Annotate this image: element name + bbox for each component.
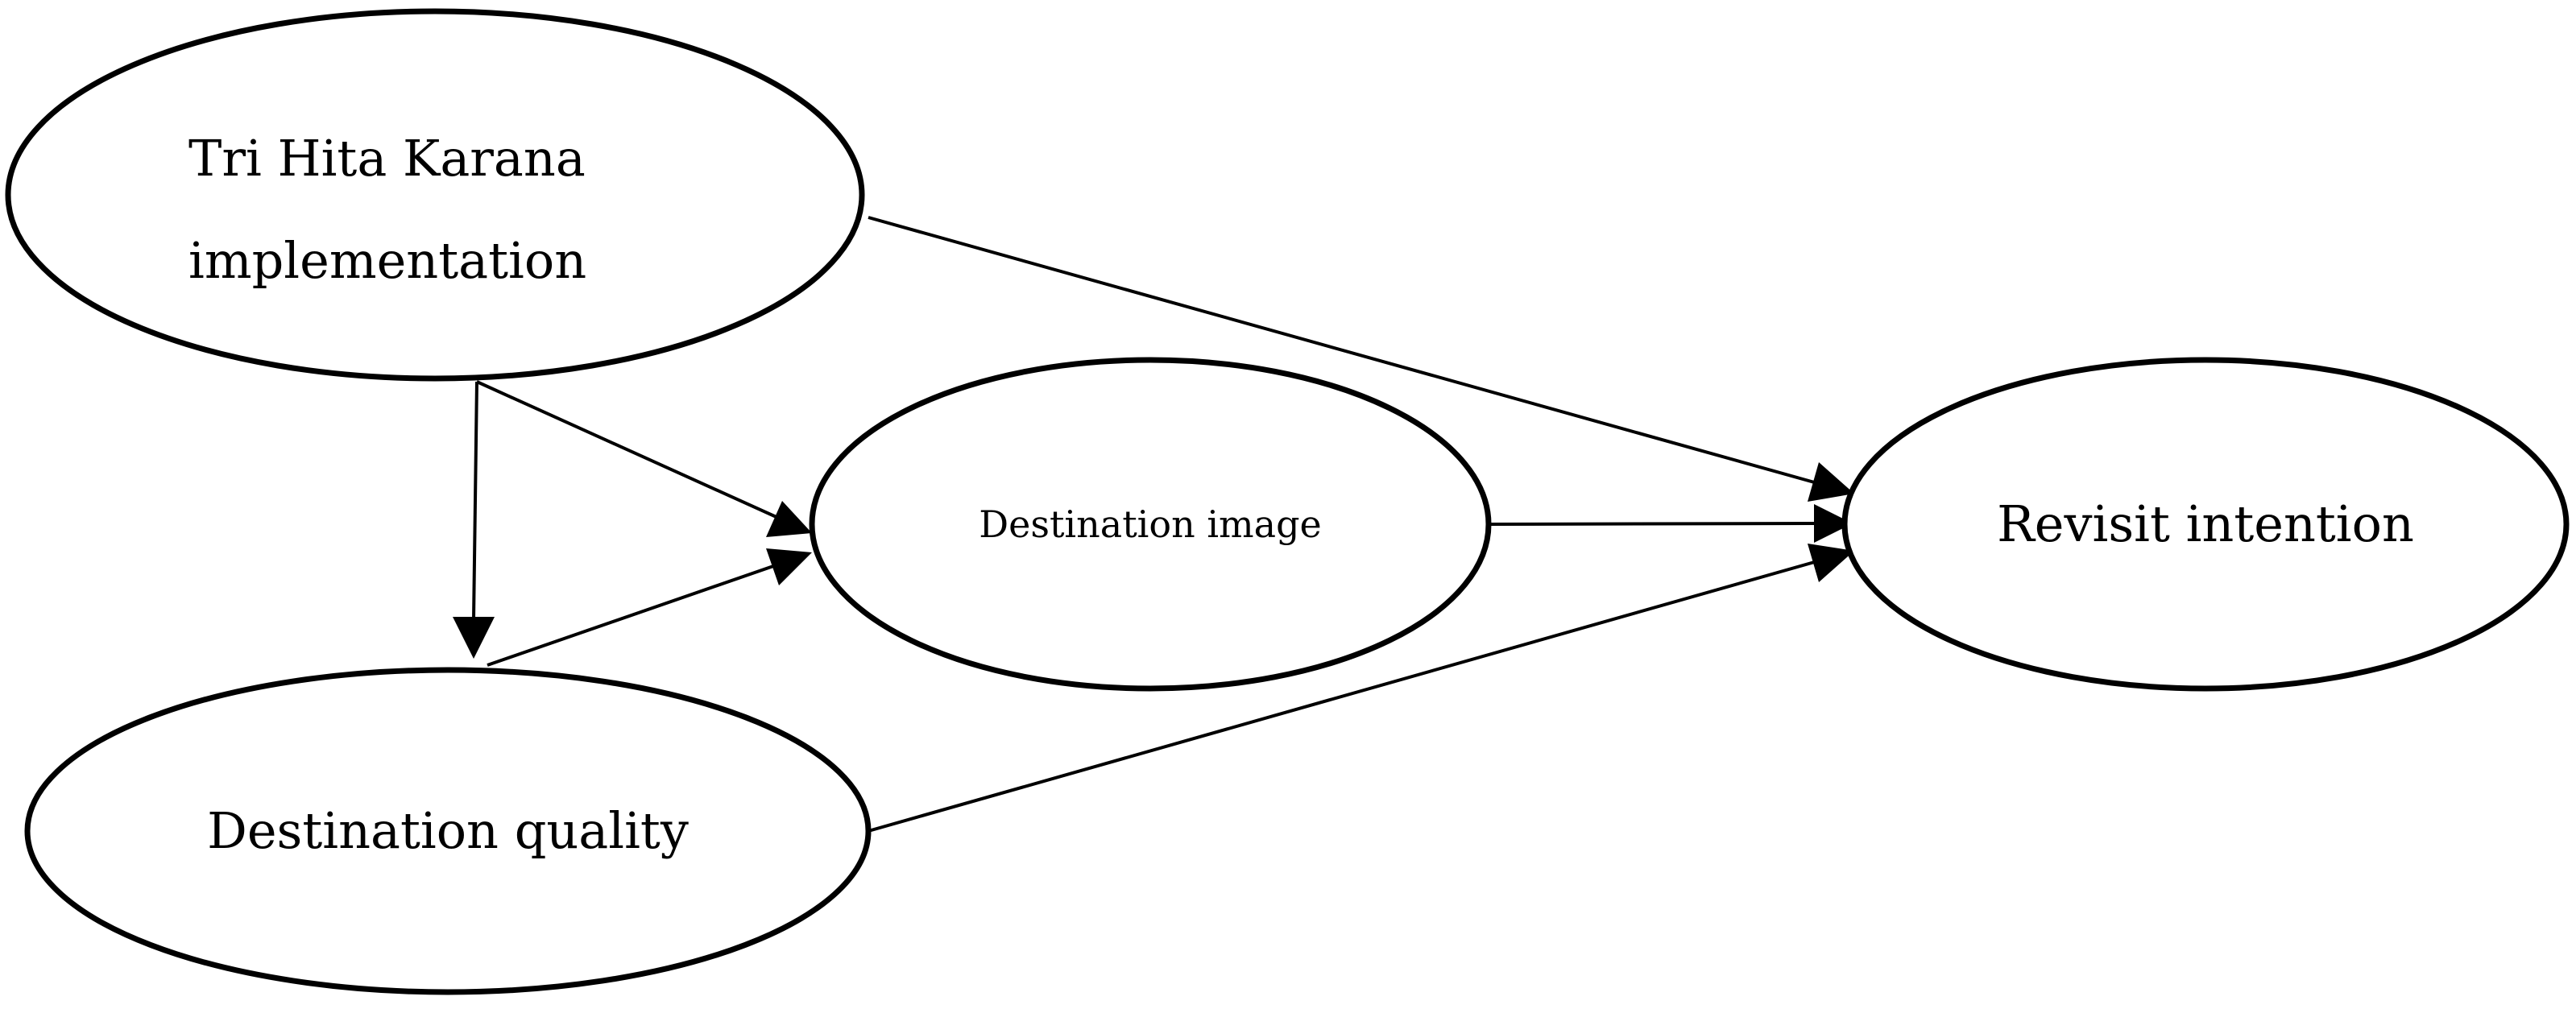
edge-thk-to-revisit xyxy=(868,216,1854,502)
edge-thk-to-image xyxy=(476,380,812,537)
node-revisit-ellipse xyxy=(1841,357,2570,692)
node-revisit-label: Revisit intention xyxy=(1997,494,2414,553)
node-destination-image: Destination image xyxy=(809,357,1492,692)
node-thk-label-line2: implementation xyxy=(188,231,586,290)
node-image-ellipse xyxy=(809,357,1492,692)
node-quality-ellipse xyxy=(24,667,872,995)
edge-thk-to-quality xyxy=(453,381,495,659)
node-thk-ellipse xyxy=(5,8,865,382)
node-quality-label: Destination quality xyxy=(207,801,689,860)
node-destination-quality: Destination quality xyxy=(24,667,872,995)
node-thk-label-line1: Tri Hita Karana xyxy=(188,129,586,188)
edges xyxy=(453,216,1854,833)
edge-quality-to-image xyxy=(487,548,812,667)
node-image-label: Destination image xyxy=(979,502,1322,546)
edge-quality-to-revisit xyxy=(868,544,1854,833)
edge-image-to-revisit xyxy=(1488,504,1853,543)
node-tri-hita-karana: Tri Hita Karana implementation xyxy=(5,8,865,382)
node-revisit-intention: Revisit intention xyxy=(1841,357,2570,692)
